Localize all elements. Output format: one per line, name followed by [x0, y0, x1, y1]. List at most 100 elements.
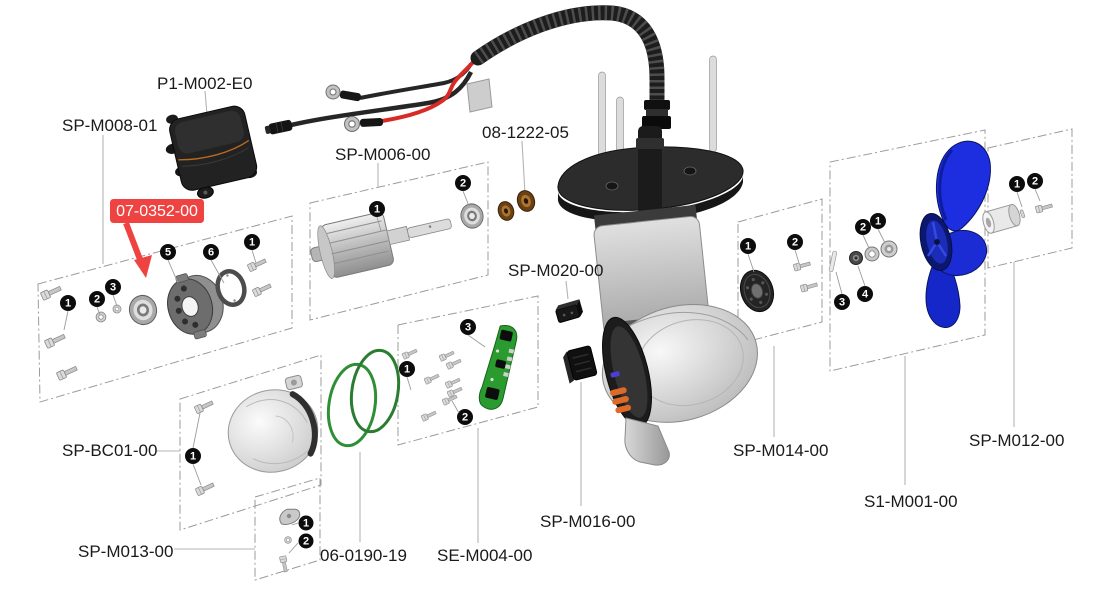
- callout-badge: 2: [457, 409, 473, 425]
- svg-text:6: 6: [208, 247, 214, 259]
- washer: [94, 310, 108, 324]
- callout-badge: 3: [460, 319, 476, 335]
- svg-text:3: 3: [110, 282, 116, 294]
- box-sp-m014-00: [737, 198, 823, 345]
- callout-badge: 2: [787, 234, 803, 250]
- highlighted-part-label-07-0352-00[interactable]: 07-0352-00: [110, 199, 204, 278]
- svg-text:2: 2: [1032, 176, 1038, 188]
- svg-text:3: 3: [839, 297, 845, 309]
- orings-06-0190-19: [326, 348, 401, 448]
- cable-connector: [264, 119, 293, 135]
- anode-plate: [279, 508, 301, 525]
- callout-badge: 3: [105, 279, 121, 295]
- box-sp-m013-00: [254, 477, 321, 581]
- ring-terminal: [325, 84, 341, 100]
- bearing-07-0352-00: [125, 291, 161, 329]
- cable-assembly-sp-m006-00: [264, 59, 493, 135]
- svg-text:1: 1: [303, 518, 309, 530]
- svg-text:1: 1: [374, 204, 380, 216]
- part-label-sp-m016-00[interactable]: SP-M016-00: [540, 512, 635, 531]
- group-sp-m012-00: 1 2: [982, 173, 1054, 234]
- callout-badge: 2: [298, 533, 314, 549]
- pcb-board: [478, 325, 518, 410]
- part-label-sp-m020-00[interactable]: SP-M020-00: [508, 261, 603, 280]
- rotor-group: 1 2: [310, 175, 487, 279]
- svg-text:2: 2: [303, 536, 309, 548]
- callout-badge: 2: [89, 291, 105, 307]
- screw: [251, 281, 273, 298]
- callout-badge: 3: [834, 294, 850, 310]
- callout-badge: 5: [160, 244, 176, 260]
- cable-tag: [466, 78, 493, 113]
- bearing: [457, 201, 487, 231]
- svg-text:2: 2: [462, 412, 468, 424]
- box-s1-m001-00: [829, 129, 986, 372]
- callout-badge: 1: [870, 213, 886, 229]
- group-s1-m001-00: 1 2 3 4: [828, 140, 991, 329]
- screw: [55, 363, 79, 381]
- small-pin: [1019, 209, 1026, 218]
- controller-p1-m002-e0: [165, 105, 258, 199]
- svg-text:1: 1: [65, 298, 71, 310]
- callout-badge: 1: [60, 295, 76, 311]
- prop-nut: [880, 240, 898, 258]
- screw: [39, 283, 63, 301]
- nose-cone: [227, 374, 319, 473]
- svg-text:1: 1: [875, 216, 881, 228]
- callout-badge: 2: [455, 175, 471, 191]
- svg-text:3: 3: [465, 322, 471, 334]
- motor-unit: [470, 5, 758, 466]
- callout-badge: 1: [740, 238, 756, 254]
- callout-badge: 1: [185, 448, 201, 464]
- part-label-se-m004-00[interactable]: SE-M004-00: [437, 546, 532, 565]
- plug-sp-m016-00: [563, 345, 598, 384]
- shear-pin: [828, 250, 838, 273]
- part-label-sp-bc01-00[interactable]: SP-BC01-00: [62, 441, 157, 460]
- mounting-rod: [709, 55, 717, 153]
- group-sp-m014-00: 1 2: [739, 234, 819, 313]
- washer: [864, 246, 880, 262]
- washers-08-1222-05: [495, 187, 538, 223]
- ring-terminal: [343, 115, 361, 133]
- washer-dark: [849, 251, 863, 265]
- part-label-sp-m014-00[interactable]: SP-M014-00: [733, 441, 828, 460]
- screw: [43, 331, 67, 349]
- callout-badge: 1: [298, 515, 314, 531]
- clip-sp-m020-00: [555, 299, 583, 323]
- svg-text:1: 1: [404, 364, 410, 376]
- svg-text:1: 1: [190, 451, 196, 463]
- callout-badge: 2: [855, 219, 871, 235]
- part-label-sp-m012-00[interactable]: SP-M012-00: [969, 431, 1064, 450]
- group-sp-m013-00: 1 2: [279, 508, 314, 573]
- svg-text:4: 4: [862, 289, 869, 301]
- callout-badge: 1: [369, 201, 385, 217]
- part-label-06-0190-19[interactable]: 06-0190-19: [320, 546, 407, 565]
- leader-lines: [102, 90, 1015, 550]
- svg-text:2: 2: [860, 222, 866, 234]
- propeller: [919, 140, 991, 329]
- box-sp-m008-01: [37, 215, 293, 403]
- svg-text:2: 2: [460, 178, 466, 190]
- motor-end-bell: [167, 273, 224, 340]
- part-label-sp-m008-01[interactable]: SP-M008-01: [62, 116, 157, 135]
- box-sp-m006-00: [309, 161, 489, 321]
- rotor: [310, 212, 452, 279]
- part-label-sp-m006-00[interactable]: SP-M006-00: [335, 145, 430, 164]
- box-sp-m012-00: [987, 128, 1073, 269]
- group-sp-m008-01: 1 2 3 5 6 1: [39, 234, 273, 381]
- prop-spacer-cylinder: [982, 203, 1021, 234]
- part-label-s1-m001-00[interactable]: S1-M001-00: [864, 492, 958, 511]
- part-label-sp-m013-00[interactable]: SP-M013-00: [78, 542, 173, 561]
- flange-disc: [739, 269, 775, 313]
- gasket: [215, 269, 247, 307]
- part-label-08-1222-05[interactable]: 08-1222-05: [482, 123, 569, 142]
- part-label-p1-m002-e0[interactable]: P1-M002-E0: [157, 74, 252, 93]
- callout-badge: 1: [244, 234, 260, 250]
- cable-conduit: [470, 5, 665, 110]
- svg-text:1: 1: [1014, 179, 1020, 191]
- callout-badge: 1: [399, 361, 415, 377]
- screw: [246, 256, 268, 273]
- highlight-arrow: [134, 255, 152, 278]
- callout-badge: 1: [1009, 176, 1025, 192]
